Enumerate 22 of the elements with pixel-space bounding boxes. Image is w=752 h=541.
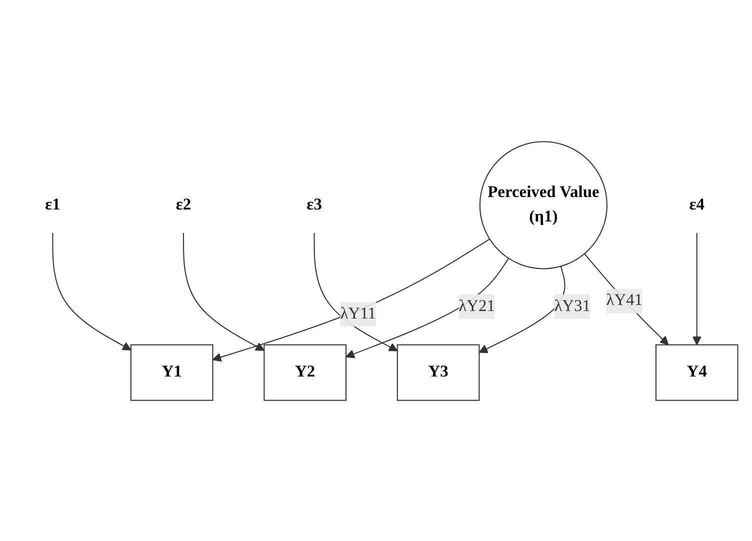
arrow [478, 266, 566, 352]
node-text: ε2 [176, 195, 192, 213]
arrow [346, 258, 510, 358]
node-box [655, 344, 738, 400]
edge-label: λY31 [554, 297, 591, 314]
arrow [52, 232, 132, 350]
node-box [130, 344, 214, 400]
node-text: ε4 [689, 195, 704, 213]
arrow [584, 252, 669, 345]
arrow [212, 238, 490, 362]
edge-label: λY21 [458, 297, 495, 314]
edge-label: λY11 [340, 304, 376, 322]
node-circle [479, 140, 608, 269]
node-text: ε3 [306, 195, 322, 213]
node-text: ε1 [45, 195, 60, 213]
arrow [182, 232, 265, 350]
edge-label: λY41 [606, 291, 643, 309]
arrow [692, 232, 702, 345]
path-diagram: ε1 ε2 ε3 Perceived Value (η1) ε4 λY11 λY21 λY31 λY41 Y1 Y2 Y3 Y4 [6, 6, 746, 536]
arrow [314, 232, 398, 351]
node-box [264, 344, 346, 400]
node-box [396, 344, 480, 400]
